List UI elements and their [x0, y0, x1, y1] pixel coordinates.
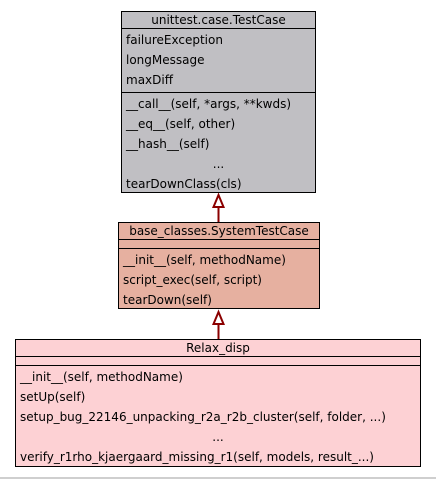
class-box-testcase[interactable]: unittest.case.TestCase failureException … — [121, 11, 316, 193]
method-ellipsis: ... — [212, 430, 224, 444]
class-title: unittest.case.TestCase — [122, 12, 315, 29]
method-item: tearDownClass(cls) — [126, 177, 242, 191]
attributes-section: failureException longMessage maxDiff — [122, 29, 315, 93]
method-item: setup_bug_22146_unpacking_r2a_r2b_cluste… — [20, 410, 386, 424]
class-title: Relax_disp — [16, 340, 420, 357]
arrow-relax-to-system — [212, 309, 225, 339]
method-item: __hash__(self) — [126, 137, 210, 151]
class-title: base_classes.SystemTestCase — [119, 223, 319, 240]
method-ellipsis: ... — [212, 157, 225, 171]
attribute-item: longMessage — [126, 53, 205, 67]
bottom-divider — [0, 477, 436, 479]
arrow-system-to-testcase — [212, 192, 225, 222]
class-box-relax-disp[interactable]: Relax_disp __init__(self, methodName) se… — [15, 339, 421, 467]
method-item: __eq__(self, other) — [126, 117, 236, 131]
attributes-section — [119, 240, 319, 249]
method-item: __call__(self, *args, **kwds) — [126, 97, 292, 111]
method-item: script_exec(self, script) — [123, 273, 262, 287]
methods-section: __init__(self, methodName) setUp(self) s… — [16, 366, 420, 469]
method-item: __init__(self, methodName) — [123, 253, 286, 267]
attribute-item: failureException — [126, 33, 223, 47]
method-item: verify_r1rho_kjaergaard_missing_r1(self,… — [20, 450, 374, 464]
attribute-item: maxDiff — [126, 73, 173, 87]
method-item: setUp(self) — [20, 390, 86, 404]
attributes-section — [16, 357, 420, 366]
class-box-system-test-case[interactable]: base_classes.SystemTestCase __init__(sel… — [118, 222, 320, 309]
methods-section: __call__(self, *args, **kwds) __eq__(sel… — [122, 93, 315, 196]
method-item: __init__(self, methodName) — [20, 370, 183, 384]
method-item: tearDown(self) — [123, 293, 212, 307]
methods-section: __init__(self, methodName) script_exec(s… — [119, 249, 319, 312]
